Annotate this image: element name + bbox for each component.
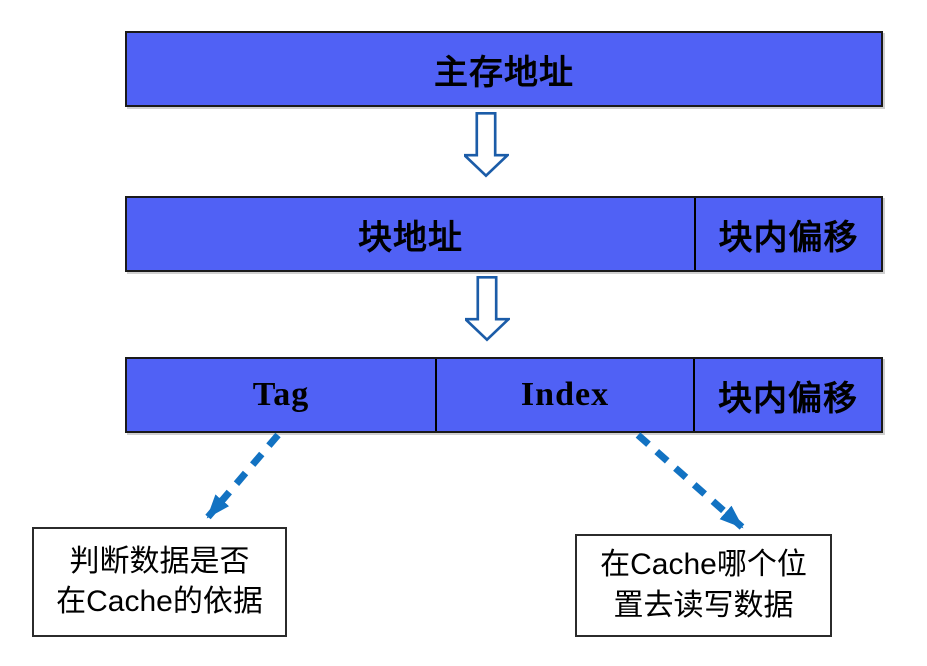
down-block-arrow-shape [464,112,509,178]
index-dashed-arrow [635,432,745,530]
cache-block-offset-label: 块内偏移 [718,380,858,418]
main-memory-address-bar: 主存地址 [125,31,883,107]
cache-block-offset-section: 块内偏移 [693,359,881,431]
index-section: Index [435,359,693,431]
down-block-arrow-icon [464,112,509,178]
index-label: Index [520,376,610,413]
block-offset-label: 块内偏移 [718,219,859,257]
block-address-section: 块地址 [127,198,694,270]
tag-dashed-arrow [205,432,281,520]
index-note-line2: 置去读写数据 [613,588,794,622]
tag-note-line2: 在Cache的依据 [56,585,263,618]
main-memory-address-section: 主存地址 [127,33,881,105]
block-address-bar: 块地址 块内偏移 [125,196,883,272]
tag-section: Tag [127,359,435,431]
index-note-line1: 在Cache哪个位 [600,548,807,581]
tag-label: Tag [252,376,310,413]
block-address-label: 块地址 [358,219,463,257]
down-block-arrow-icon [465,276,510,342]
tag-note-line1: 判断数据是否 [69,544,250,578]
block-offset-section: 块内偏移 [694,198,881,270]
down-block-arrow-shape [465,276,510,342]
tag-note-box: 判断数据是否 在Cache的依据 [32,527,287,637]
index-note-box: 在Cache哪个位 置去读写数据 [575,534,832,637]
main-memory-address-label: 主存地址 [434,54,574,92]
cache-address-bar: Tag Index 块内偏移 [125,357,883,433]
